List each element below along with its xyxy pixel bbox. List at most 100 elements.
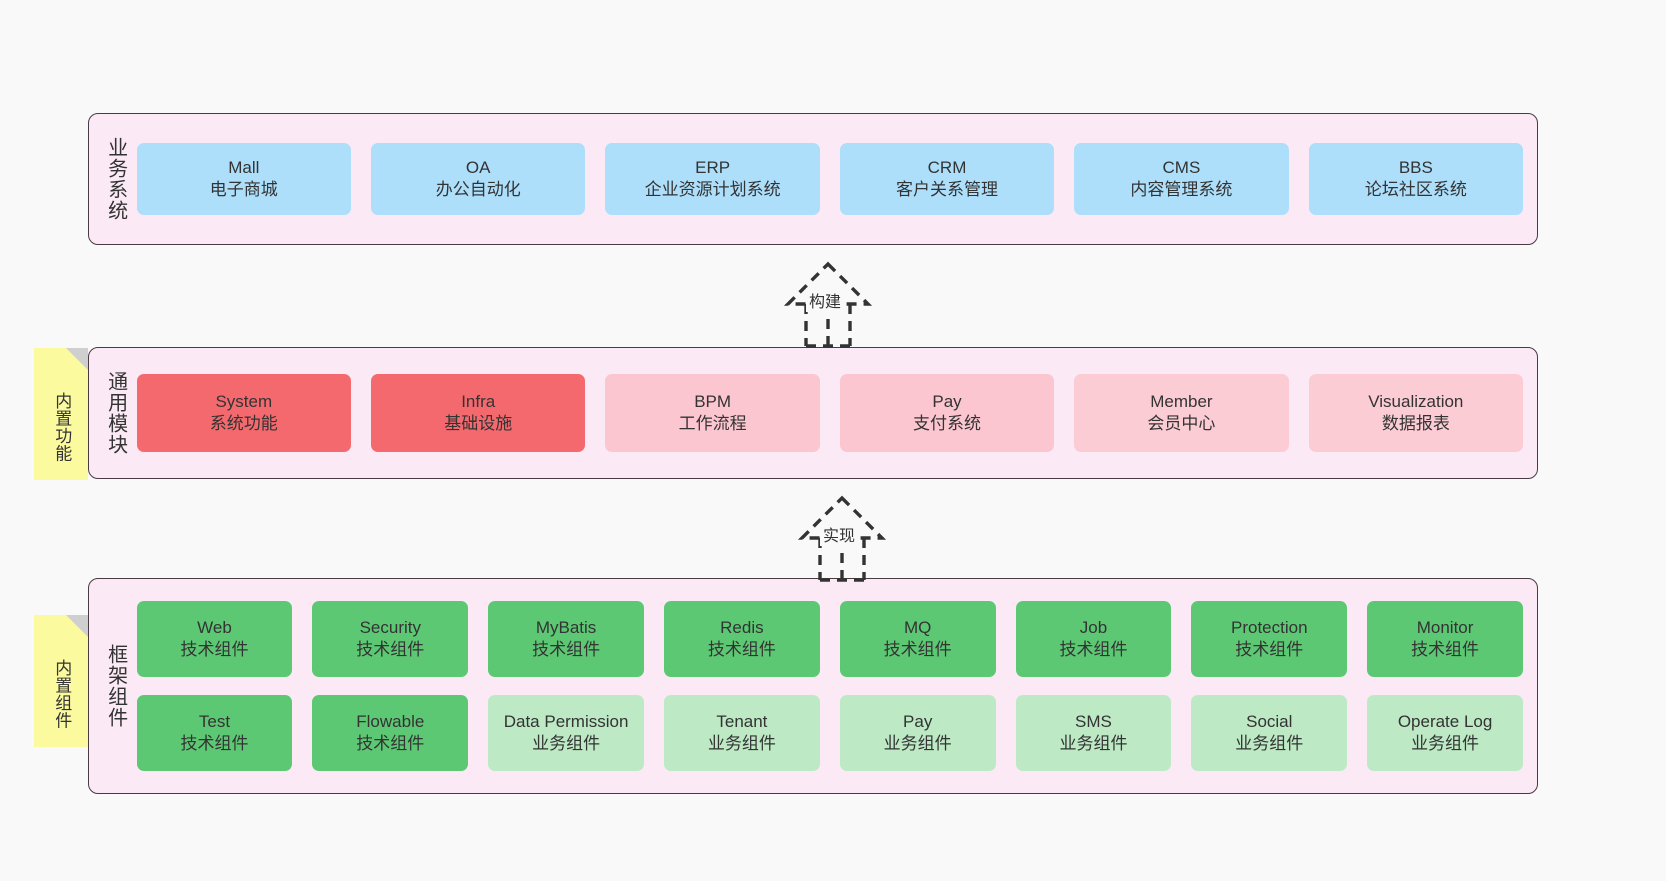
card-title: System xyxy=(215,391,273,411)
card-monitor[interactable]: Monitor 技术组件 xyxy=(1367,601,1523,677)
card-job[interactable]: Job 技术组件 xyxy=(1015,601,1172,677)
card-title: Pay xyxy=(932,391,962,411)
card-subtitle: 会员中心 xyxy=(1147,414,1216,433)
card-erp[interactable]: ERP 企业资源计划系统 xyxy=(605,143,820,215)
card-row: Test 技术组件 Flowable 技术组件 Data Permission … xyxy=(136,695,1523,771)
card-social[interactable]: Social 业务组件 xyxy=(1191,695,1348,771)
note-fold-corner-icon xyxy=(66,348,88,370)
card-title: SMS xyxy=(1075,711,1112,731)
card-title: Test xyxy=(198,711,231,731)
card-title: Web xyxy=(197,617,232,637)
sticky-note-builtin-function[interactable]: 内置功能 xyxy=(34,348,88,480)
card-member[interactable]: Member 会员中心 xyxy=(1074,374,1289,452)
card-protection[interactable]: Protection 技术组件 xyxy=(1191,601,1348,677)
card-subtitle: 技术组件 xyxy=(1059,640,1128,659)
connector-build-label: 构建 xyxy=(806,288,845,312)
card-subtitle: 客户关系管理 xyxy=(896,180,999,199)
card-subtitle: 业务组件 xyxy=(1059,734,1128,753)
connector-implement-label: 实现 xyxy=(820,522,859,546)
card-mq[interactable]: MQ 技术组件 xyxy=(839,601,996,677)
card-subtitle: 技术组件 xyxy=(883,640,952,659)
card-security[interactable]: Security 技术组件 xyxy=(312,601,469,677)
card-title: MQ xyxy=(903,617,932,637)
card-subtitle: 技术组件 xyxy=(707,640,776,659)
sticky-note-builtin-component[interactable]: 内置组件 xyxy=(34,615,88,747)
card-system[interactable]: System 系统功能 xyxy=(136,374,351,452)
note-label: 内置组件 xyxy=(52,659,72,729)
card-subtitle: 技术组件 xyxy=(1235,640,1304,659)
layer-caption-framework: 框架组件 xyxy=(104,644,127,728)
card-visualization[interactable]: Visualization 数据报表 xyxy=(1308,374,1524,452)
card-subtitle: 业务组件 xyxy=(707,734,776,753)
card-title: Visualization xyxy=(1368,391,1464,411)
card-title: Social xyxy=(1246,711,1293,731)
card-title: Pay xyxy=(903,711,933,731)
card-test[interactable]: Test 技术组件 xyxy=(136,695,293,771)
layer-caption-common: 通用模块 xyxy=(104,371,127,455)
card-subtitle: 系统功能 xyxy=(209,414,278,433)
card-title: CMS xyxy=(1162,157,1201,177)
card-web[interactable]: Web 技术组件 xyxy=(136,601,293,677)
layer-body-framework: Web 技术组件 Security 技术组件 MyBatis 技术组件 Redi… xyxy=(133,579,1537,793)
card-pay-component[interactable]: Pay 业务组件 xyxy=(839,695,996,771)
card-title: CRM xyxy=(927,157,967,177)
layer-body-common: System 系统功能 Infra 基础设施 BPM 工作流程 Pay 支付系统… xyxy=(133,348,1537,478)
card-data-permission[interactable]: Data Permission 业务组件 xyxy=(488,695,644,771)
card-subtitle: 工作流程 xyxy=(678,414,747,433)
card-subtitle: 基础设施 xyxy=(444,414,513,433)
card-title: BPM xyxy=(694,391,732,411)
card-row: Web 技术组件 Security 技术组件 MyBatis 技术组件 Redi… xyxy=(136,601,1523,677)
card-oa[interactable]: OA 办公自动化 xyxy=(371,143,586,215)
card-subtitle: 电子商城 xyxy=(209,180,278,199)
card-title: BBS xyxy=(1398,157,1433,177)
card-row: Mall 电子商城 OA 办公自动化 ERP 企业资源计划系统 CRM 客户关系… xyxy=(136,143,1524,215)
card-crm[interactable]: CRM 客户关系管理 xyxy=(839,143,1055,215)
card-cms[interactable]: CMS 内容管理系统 xyxy=(1074,143,1289,215)
card-bpm[interactable]: BPM 工作流程 xyxy=(605,374,820,452)
card-title: ERP xyxy=(695,157,731,177)
card-title: Redis xyxy=(720,617,764,637)
layer-body-business: Mall 电子商城 OA 办公自动化 ERP 企业资源计划系统 CRM 客户关系… xyxy=(133,114,1537,244)
card-title: MyBatis xyxy=(535,617,597,637)
layer-framework-component[interactable]: 框架组件 Web 技术组件 Security 技术组件 MyBatis 技术组件… xyxy=(88,578,1538,794)
card-bbs[interactable]: BBS 论坛社区系统 xyxy=(1308,143,1524,215)
card-title: Security xyxy=(359,617,421,637)
card-redis[interactable]: Redis 技术组件 xyxy=(663,601,820,677)
note-fold-corner-icon xyxy=(66,615,88,637)
card-title: Tenant xyxy=(716,711,768,731)
card-subtitle: 技术组件 xyxy=(180,640,249,659)
layer-common-module[interactable]: 通用模块 System 系统功能 Infra 基础设施 BPM 工作流程 Pay… xyxy=(88,347,1538,479)
card-subtitle: 支付系统 xyxy=(913,414,982,433)
card-subtitle: 业务组件 xyxy=(532,734,601,753)
card-subtitle: 业务组件 xyxy=(1235,734,1304,753)
card-subtitle: 技术组件 xyxy=(356,734,425,753)
card-pay-module[interactable]: Pay 支付系统 xyxy=(839,374,1055,452)
card-subtitle: 业务组件 xyxy=(1411,734,1480,753)
card-title: Protection xyxy=(1231,617,1308,637)
card-title: Flowable xyxy=(356,711,425,731)
card-infra[interactable]: Infra 基础设施 xyxy=(371,374,586,452)
connector-build: 构建 xyxy=(758,258,898,348)
card-mall[interactable]: Mall 电子商城 xyxy=(136,143,351,215)
card-tenant[interactable]: Tenant 业务组件 xyxy=(663,695,820,771)
note-label: 内置功能 xyxy=(52,392,72,462)
card-title: Job xyxy=(1079,617,1108,637)
card-title: OA xyxy=(465,157,491,177)
layer-caption-business: 业务系统 xyxy=(104,137,127,221)
card-subtitle: 技术组件 xyxy=(356,640,425,659)
card-subtitle: 技术组件 xyxy=(532,640,601,659)
layer-business-system[interactable]: 业务系统 Mall 电子商城 OA 办公自动化 ERP 企业资源计划系统 CRM… xyxy=(88,113,1538,245)
card-title: Member xyxy=(1150,391,1213,411)
card-flowable[interactable]: Flowable 技术组件 xyxy=(312,695,469,771)
card-sms[interactable]: SMS 业务组件 xyxy=(1015,695,1172,771)
card-title: Mall xyxy=(228,157,260,177)
card-subtitle: 数据报表 xyxy=(1381,414,1450,433)
card-row: System 系统功能 Infra 基础设施 BPM 工作流程 Pay 支付系统… xyxy=(136,374,1524,452)
card-title: Data Permission xyxy=(503,711,629,731)
card-subtitle: 技术组件 xyxy=(1411,640,1480,659)
card-title: Operate Log xyxy=(1397,711,1493,731)
card-operate-log[interactable]: Operate Log 业务组件 xyxy=(1367,695,1523,771)
card-mybatis[interactable]: MyBatis 技术组件 xyxy=(488,601,644,677)
card-title: Infra xyxy=(461,391,496,411)
